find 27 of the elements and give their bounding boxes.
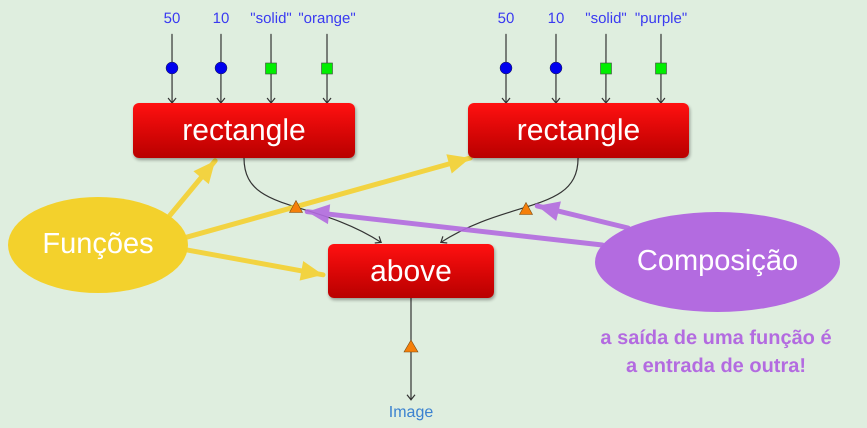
arrow <box>501 34 511 104</box>
arrow <box>266 34 276 104</box>
arrow <box>167 34 177 104</box>
highlight-arrow <box>304 204 605 248</box>
arrow <box>406 297 416 400</box>
arrow <box>322 34 332 104</box>
function-box: above <box>328 244 494 298</box>
concept-ellipse: Funções <box>8 197 188 293</box>
arrow <box>656 34 666 104</box>
input-value: 10 <box>539 8 573 30</box>
function-box: rectangle <box>468 103 689 158</box>
input-value: Image <box>381 402 441 424</box>
function-box: rectangle <box>133 103 355 158</box>
triangle-type-icon <box>519 202 533 215</box>
concept-ellipse: Composição <box>595 212 840 312</box>
arrow <box>601 34 610 104</box>
note-text: a saída de uma função é a entrada de outra! <box>599 326 833 379</box>
highlight-arrow <box>534 201 631 230</box>
input-value: 50 <box>155 8 189 30</box>
arrow <box>216 34 226 104</box>
input-value: 50 <box>489 8 523 30</box>
highlight-arrow <box>184 154 473 240</box>
arrow <box>551 34 561 104</box>
triangle-type-icon <box>289 200 303 213</box>
highlight-arrow <box>168 158 218 218</box>
arrow <box>440 157 579 244</box>
input-value: 10 <box>204 8 238 30</box>
